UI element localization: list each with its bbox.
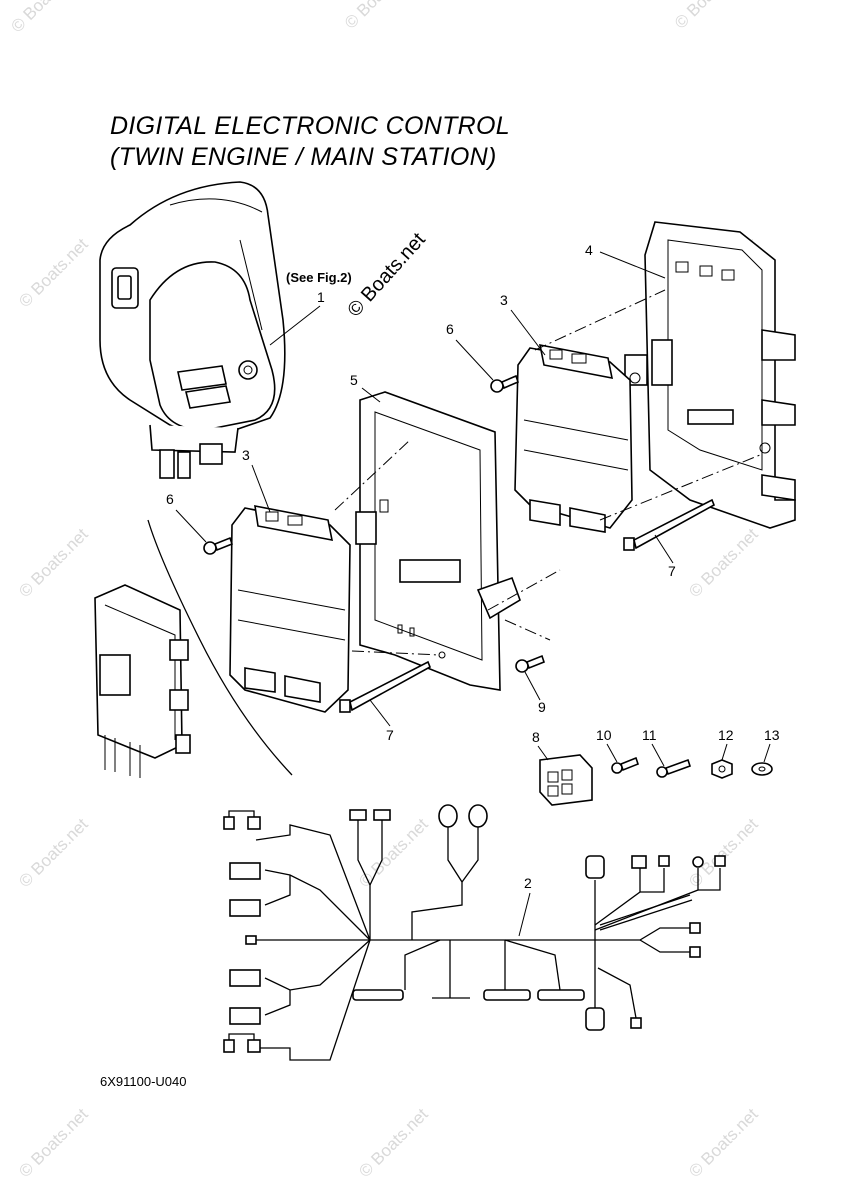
watermark: © Boats.net [15,234,92,311]
diagram-title-line-2: (TWIN ENGINE / MAIN STATION) [110,143,497,171]
watermark: © Boats.net [15,524,92,601]
part-10-screw [611,756,639,774]
callout-3: 3 [500,292,508,308]
detail-bracket [147,519,293,776]
watermark: © Boats.net [355,1104,432,1181]
part-7-cable-tie-left [339,660,432,713]
callout-7: 7 [668,563,676,579]
boats-net-credit: © Boats.net [343,228,430,321]
callout-6: 6 [166,491,174,507]
callout-9: 9 [538,699,546,715]
part-4-bracket [624,221,796,529]
part-7-cable-tie-right [623,498,716,551]
part-8-connector [539,754,593,806]
callout-11: 11 [642,727,657,743]
callout-1: 1 [317,289,325,305]
watermark: © Boats.net [7,0,84,36]
callout-12: 12 [718,727,734,743]
diagram-title-line-1: DIGITAL ELECTRONIC CONTROL [110,112,510,140]
callout-5: 5 [350,372,358,388]
watermark: © Boats.net [685,814,762,891]
callout-10: 10 [596,727,612,743]
callout-7: 7 [386,727,394,743]
callout-4: 4 [585,242,593,258]
part-9-screw [515,654,545,673]
inset-assembled-view [94,584,191,778]
see-fig-note: (See Fig.2) [286,270,352,285]
watermark: © Boats.net [685,524,762,601]
callout-8: 8 [532,729,540,745]
watermark: © Boats.net [15,814,92,891]
watermark: © Boats.net [671,0,748,33]
drawing-code: 6X91100-U040 [100,1074,187,1089]
callout-2: 2 [524,875,532,891]
part-5-bracket [355,391,521,691]
part-6-screw-upper [490,374,519,393]
callout-6: 6 [446,321,454,337]
part-6-screw-lower [203,536,233,555]
part-12-nut [711,759,733,779]
part-11-screw [656,758,692,778]
watermark: © Boats.net [341,0,418,33]
part-2-wire-harness [223,804,726,1061]
callout-13: 13 [764,727,780,743]
callout-3: 3 [242,447,250,463]
part-3-control-unit-upper [514,343,633,533]
watermark: © Boats.net [15,1104,92,1181]
part-3-control-unit-lower [229,505,351,713]
part-13-washer [751,762,773,776]
watermark: © Boats.net [685,1104,762,1181]
part-1-remote-control [99,181,286,479]
